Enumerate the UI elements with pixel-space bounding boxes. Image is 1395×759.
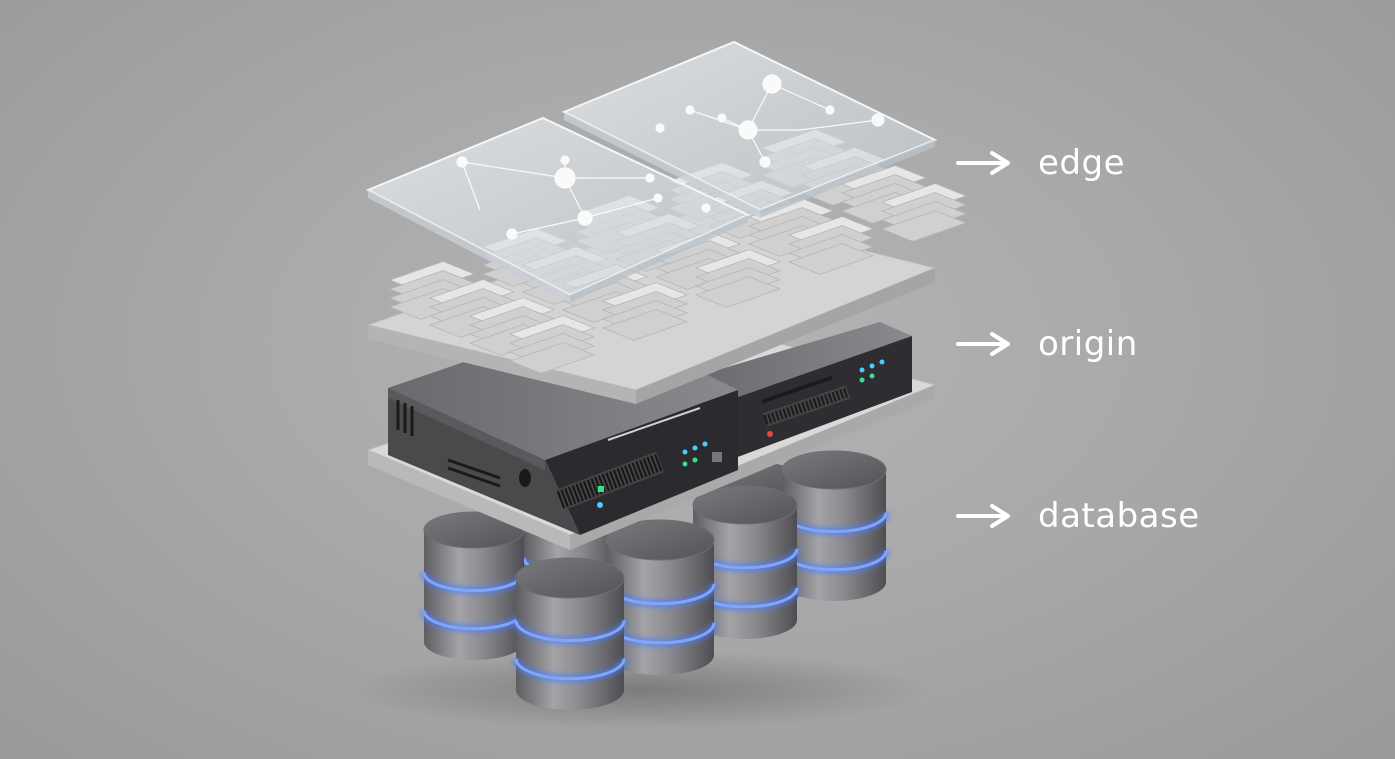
database-cylinder: [511, 557, 629, 710]
tile-stack: [880, 183, 968, 242]
layer-label-database: database: [956, 492, 1200, 540]
database-cylinder: [777, 450, 891, 601]
database-cylinder: [688, 485, 802, 639]
tile-stack: [428, 279, 516, 338]
network-graph: [456, 74, 885, 240]
arrow-right-icon: [956, 332, 1010, 356]
floor-shadow: [350, 650, 930, 730]
layer-label-text: database: [1038, 496, 1200, 536]
layer-label-text: origin: [1038, 324, 1138, 364]
tile-stack: [508, 315, 596, 374]
tile-stack: [747, 198, 835, 257]
layer-label-text: edge: [1038, 143, 1125, 183]
database-cylinder: [419, 511, 529, 660]
layer-label-origin: origin: [956, 320, 1138, 368]
server-right: [690, 322, 912, 458]
layer-label-edge: edge: [956, 139, 1125, 187]
database-cylinders: [419, 450, 891, 710]
tile-stack: [694, 249, 782, 308]
arrow-right-icon: [956, 504, 1010, 528]
arrow-right-icon: [956, 151, 1010, 175]
tile-stack: [787, 216, 875, 275]
tile-stack: [601, 282, 689, 341]
